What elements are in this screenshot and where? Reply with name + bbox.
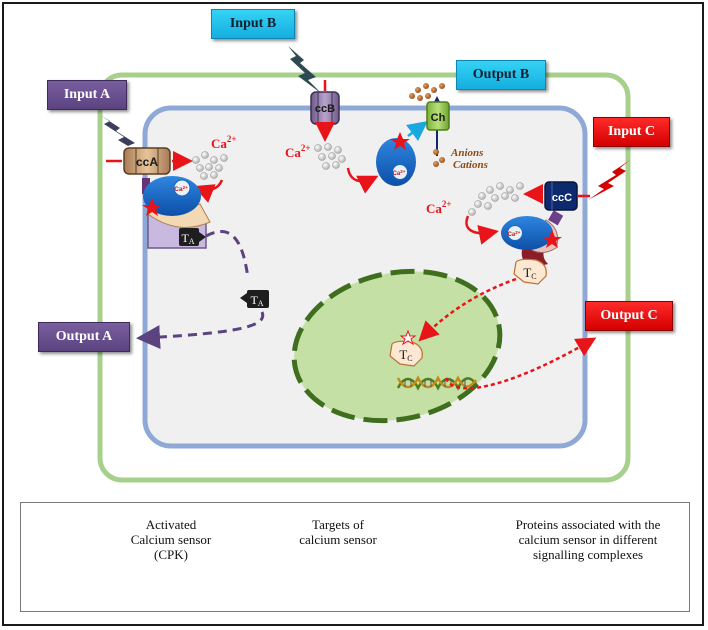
- svg-text:TC: TC: [399, 347, 412, 363]
- channel-ccb-label: ccB: [315, 103, 335, 115]
- pathway-a-arrow: [205, 230, 250, 279]
- ca-label-a: Ca2+: [211, 134, 237, 151]
- svg-text:Ca2+: Ca2+: [508, 230, 521, 238]
- legend-sensor-line1: Activated: [145, 517, 197, 532]
- legend-proteins-line2: calcium sensor in different: [518, 532, 658, 547]
- svg-text:TA: TA: [250, 293, 263, 308]
- legend-targets-line2: calcium sensor: [299, 532, 377, 547]
- legend-proteins-text: Proteins associated with the calcium sen…: [493, 517, 683, 562]
- signal-bolt-a: [100, 115, 148, 158]
- dna-helix: [396, 375, 477, 391]
- calcium-ions-b: [314, 143, 346, 170]
- legend-sensor-line2: Calcium sensor: [130, 532, 212, 547]
- output-c-label: Output C: [585, 301, 673, 331]
- legend-targets-line1: Targets of: [312, 517, 364, 532]
- pathway-c-arrow-out: [444, 337, 597, 390]
- channel-ch-label: Ch: [431, 112, 446, 124]
- channel-ccc-label: ccC: [552, 192, 572, 204]
- svg-text:Ca2+: Ca2+: [393, 169, 406, 177]
- activation-arrow-b: [406, 121, 428, 141]
- pathway-a-arrow-out: [136, 311, 265, 350]
- channel-ch: [426, 101, 450, 131]
- input-b-label: Input B: [211, 9, 295, 39]
- channel-ccc: [544, 181, 578, 211]
- sensor-b: Ca2+: [376, 132, 416, 186]
- svg-text:TC: TC: [523, 265, 536, 281]
- cations-label: Cations: [453, 159, 488, 171]
- legend-sensor-text: Activated Calcium sensor (CPK): [116, 517, 226, 562]
- signal-bolt-b: [288, 46, 322, 94]
- target-tc-1: TC: [513, 258, 547, 285]
- anions-label: Anions: [450, 147, 483, 159]
- signal-bolt-c: [588, 160, 630, 200]
- input-a-label: Input A: [47, 80, 127, 110]
- input-c-label: Input C: [593, 117, 670, 147]
- output-b-label: Output B: [456, 60, 546, 90]
- svg-text:Ca2+: Ca2+: [174, 185, 188, 193]
- ca-label-c: Ca2+: [426, 199, 452, 216]
- ca-curve-arrow-b: [346, 167, 379, 194]
- svg-text:TA: TA: [181, 231, 194, 246]
- target-tc-2: TC: [389, 329, 423, 367]
- legend-proteins-line1: Proteins associated with the: [515, 517, 661, 532]
- ca-label-b: Ca2+: [285, 143, 311, 160]
- channel-cca-label: ccA: [136, 155, 158, 169]
- target-ta-2: TA: [240, 290, 269, 308]
- legend-targets-text: Targets of calcium sensor: [283, 517, 393, 547]
- ca-curve-arrow-c: [465, 215, 499, 245]
- legend: Activated Calcium sensor (CPK) Targets o…: [20, 502, 690, 612]
- calcium-ions-a: [192, 151, 228, 180]
- ca-curve-arrow-a: [193, 179, 224, 203]
- legend-sensor-line3: (CPK): [154, 547, 188, 562]
- output-a-label: Output A: [38, 322, 130, 352]
- legend-proteins-line3: signalling complexes: [532, 547, 644, 562]
- ion-dots-inside: [433, 149, 445, 167]
- ion-dots-outside: [409, 83, 445, 101]
- pathway-c-arrow-in: [418, 277, 517, 342]
- calcium-ions-c: [468, 182, 524, 216]
- target-ta-1: TA: [179, 228, 206, 246]
- channel-cca: [123, 147, 171, 175]
